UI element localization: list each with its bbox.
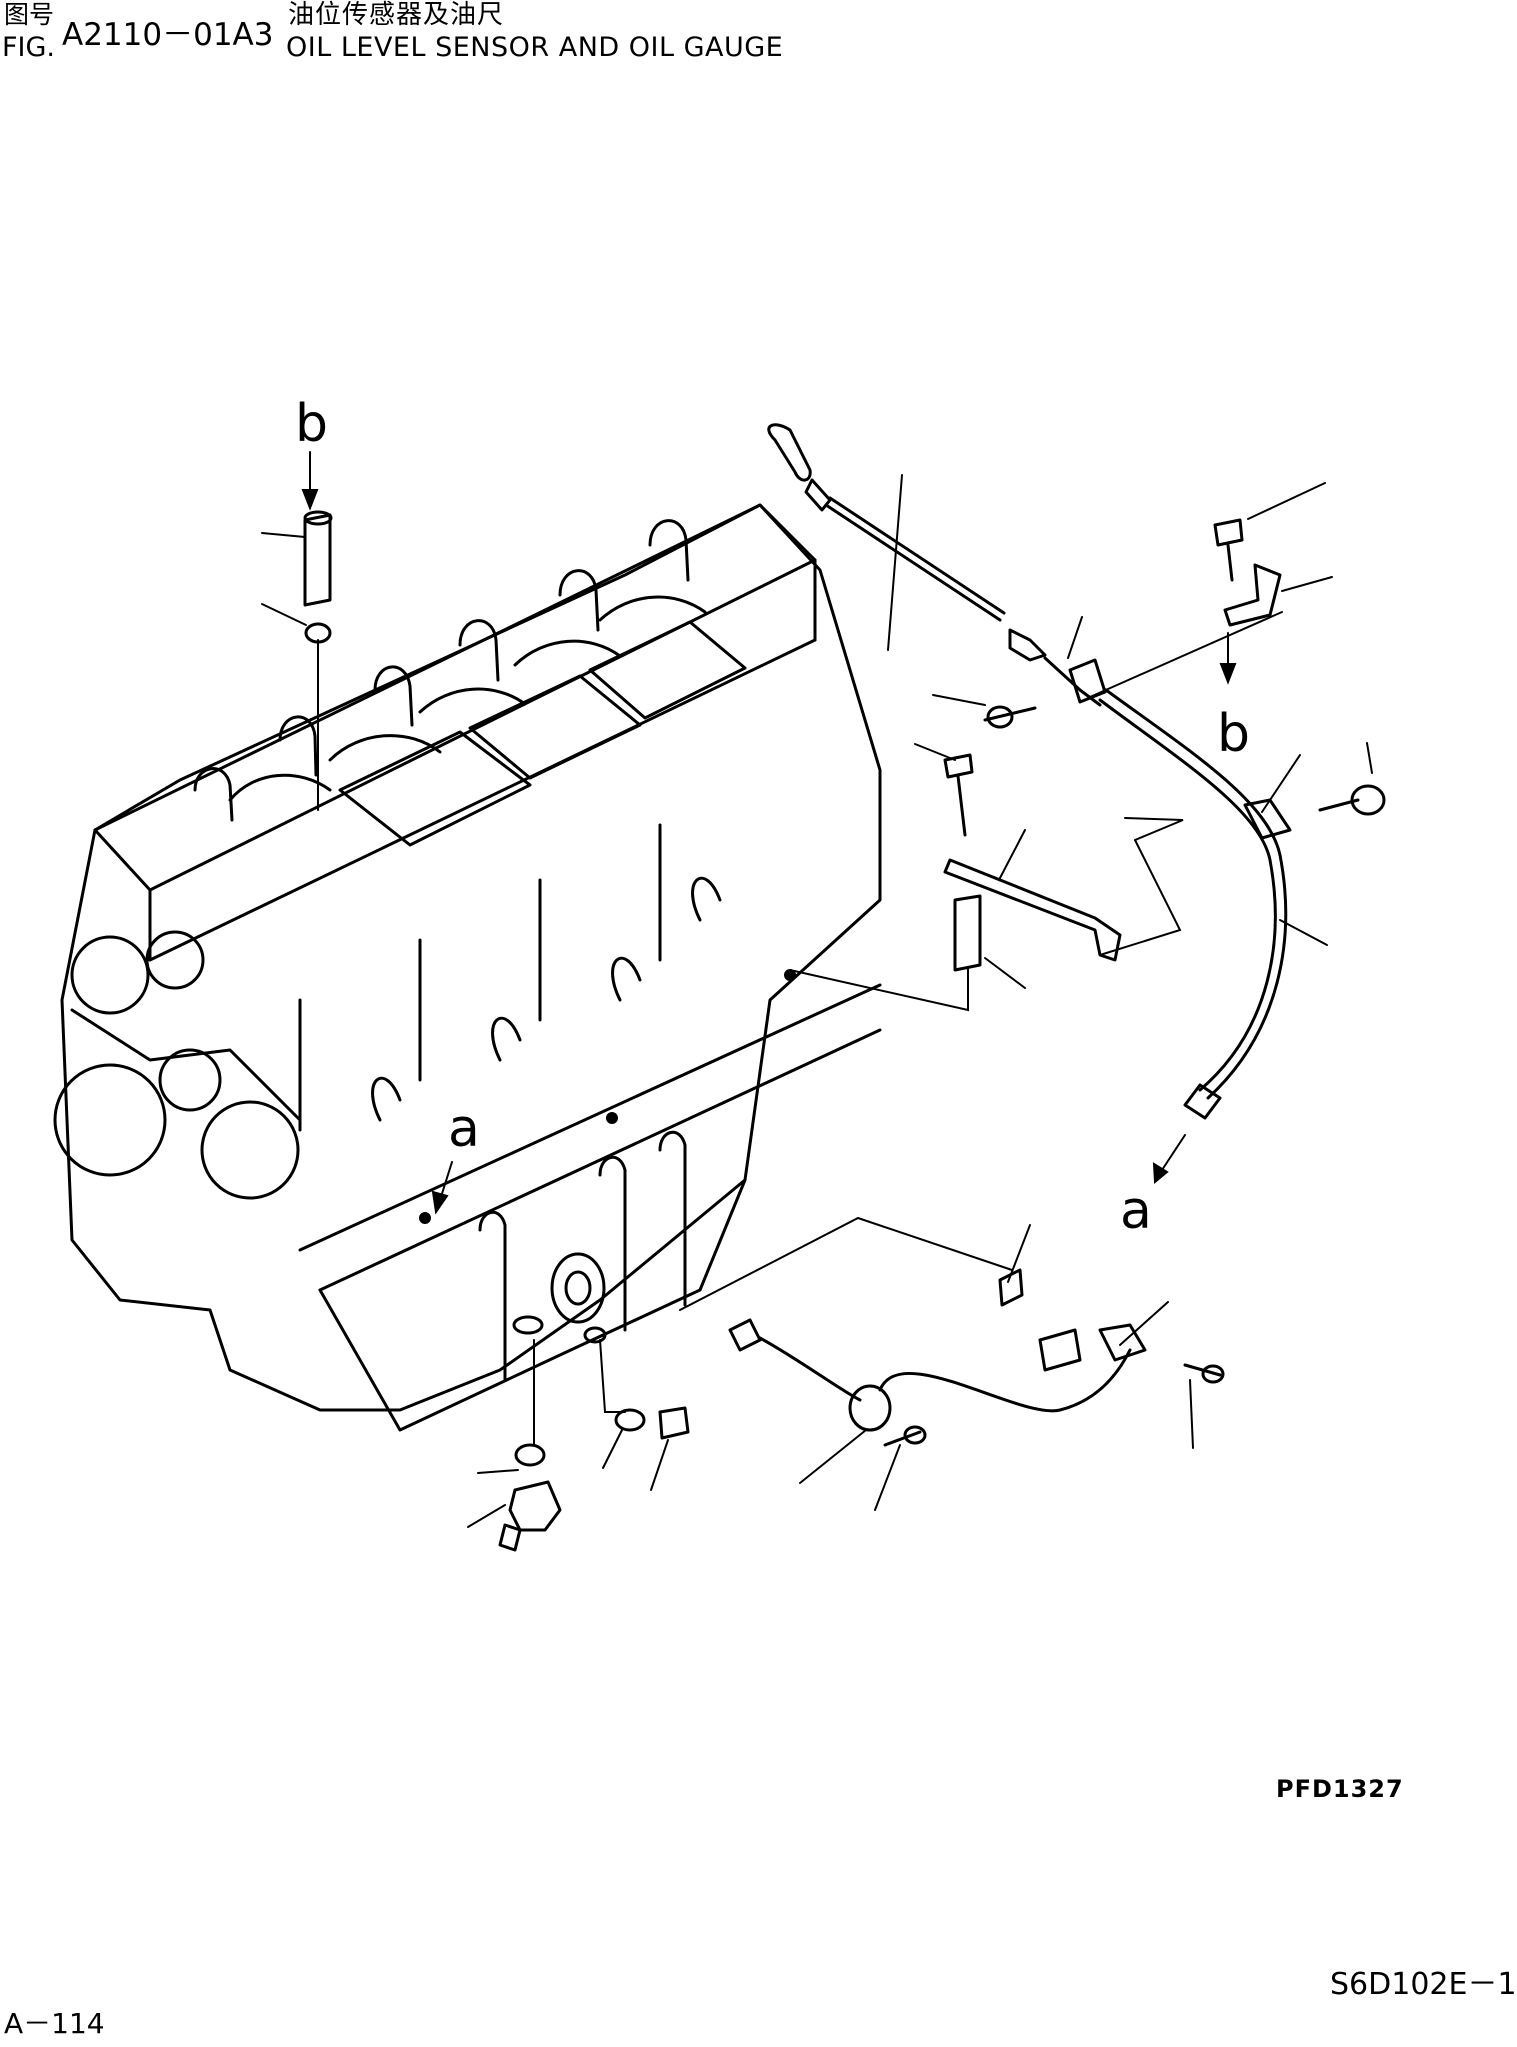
guide-tube-clip: [1068, 658, 1107, 704]
callout-a-right: a: [1120, 1181, 1152, 1241]
reference-arrows: [301, 451, 1237, 1215]
support-bar: [943, 858, 1122, 962]
spacer: [953, 894, 982, 972]
clamp-bolt: [1350, 784, 1386, 816]
page-number: A－114: [4, 2007, 105, 2040]
sensor-connector: [728, 1318, 762, 1352]
picture-code: PFD1327: [1276, 1775, 1404, 1803]
bolt: [1213, 518, 1244, 547]
dipstick-assembly: [767, 423, 1292, 1120]
plug: [658, 1406, 690, 1440]
fig-label-en: FIG.: [2, 32, 55, 63]
harness-connector: [1038, 1328, 1082, 1372]
callout-a-engine: a: [448, 1099, 480, 1159]
bracket: [1223, 563, 1282, 627]
gasket: [514, 1443, 546, 1467]
model-code: S6D102E－1: [1330, 1967, 1517, 2002]
spacer-sleeve: [303, 513, 332, 607]
leader-lines: [261, 474, 1373, 1528]
oil-level-sensor: [848, 1384, 892, 1432]
engine-block: [53, 503, 882, 1432]
dipstick-handle: [767, 423, 812, 482]
dipstick-guide-tube: [1098, 698, 1277, 1092]
figure-number: A2110－01A3: [62, 17, 274, 53]
tube-clamp: [1243, 798, 1292, 840]
figure-title-cn: 油位传感器及油尺: [288, 0, 505, 30]
callout-b-top: b: [295, 394, 329, 454]
clip: [998, 1268, 1024, 1307]
drain-plug: [508, 1480, 562, 1532]
dipstick-blade: [824, 503, 1002, 622]
callout-b-right: b: [1217, 704, 1251, 764]
hardware-parts: [303, 510, 1386, 1552]
fig-label-cn: 图号: [4, 0, 55, 29]
o-ring: [614, 1408, 646, 1432]
figure-title-en: OIL LEVEL SENSOR AND OIL GAUGE: [286, 32, 784, 63]
